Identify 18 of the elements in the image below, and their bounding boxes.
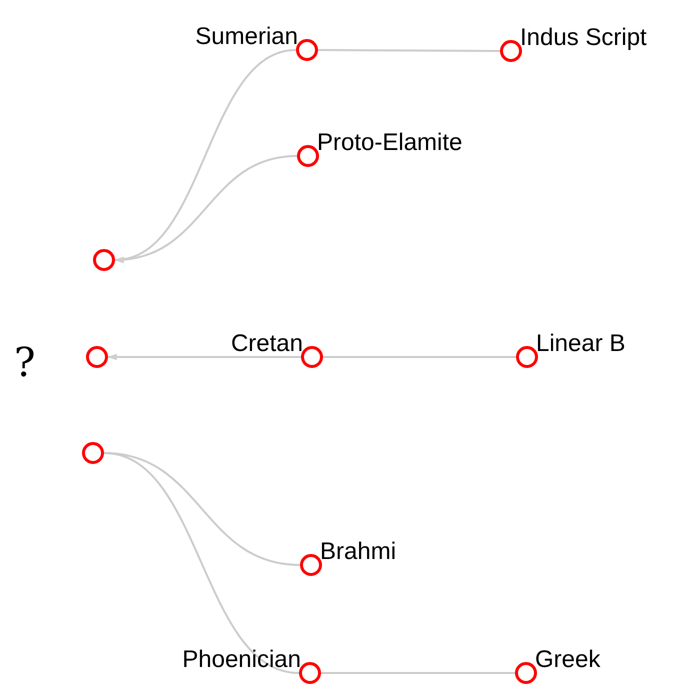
node-label: Phoenician [182,648,301,672]
circle-node [91,247,117,273]
circle-node [80,440,106,466]
node-label: Indus Script [520,26,647,50]
connector-line [107,354,301,360]
connector-line [114,155,298,262]
node-label: Proto-Elamite [317,131,462,155]
node-label: Sumerian [195,25,298,49]
connector-line [318,49,500,52]
node-label: Linear B [536,332,626,356]
connector-line [321,672,515,674]
node-label: Greek [535,648,600,672]
connector-line [104,452,300,674]
circle-node [84,344,110,370]
connector-line [323,356,516,358]
node-label: Cretan [230,332,303,356]
node-label: Brahmi [320,540,396,564]
question-mark: ? [14,340,36,386]
